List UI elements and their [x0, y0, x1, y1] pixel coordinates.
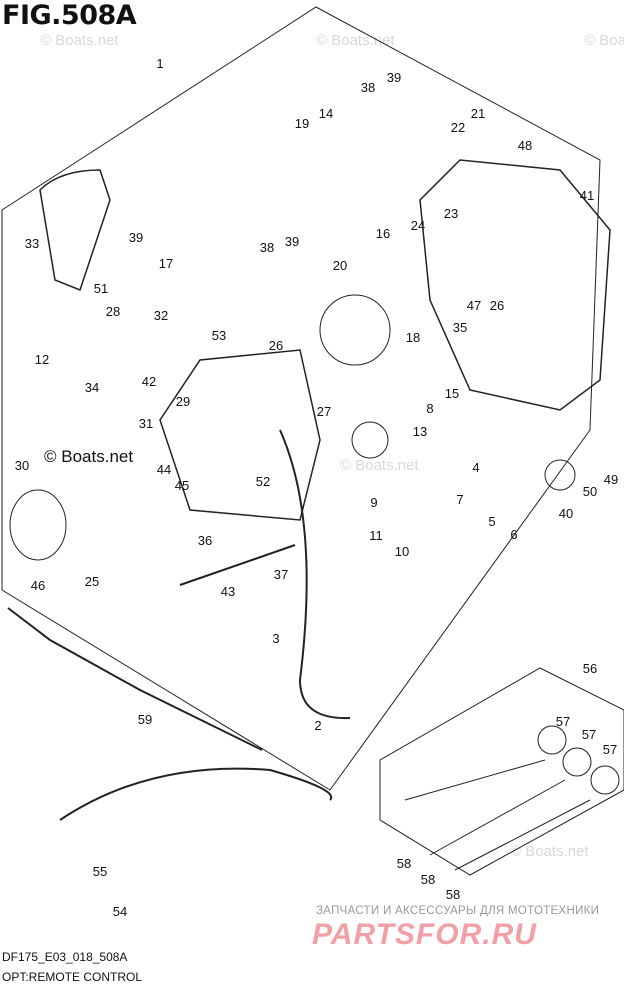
- callout-55: 55: [93, 864, 107, 879]
- callout-39: 39: [129, 230, 143, 245]
- assembly-outlines: [1, 6, 624, 876]
- watermark-ru-tagline: ЗАПЧАСТИ И АКСЕССУАРЫ ДЛЯ МОТОТЕХНИКИ: [316, 905, 600, 917]
- handle-33: [39, 169, 111, 291]
- callout-21: 21: [471, 106, 485, 121]
- kit-56-outline: [379, 667, 624, 876]
- callout-15: 15: [445, 386, 459, 401]
- callout-27: 27: [317, 404, 331, 419]
- callout-24: 24: [411, 218, 425, 233]
- callout-1: 1: [156, 56, 163, 71]
- callout-10: 10: [395, 544, 409, 559]
- callout-56: 56: [583, 661, 597, 676]
- callout-14: 14: [319, 106, 333, 121]
- callout-58: 58: [446, 887, 460, 902]
- spacer-57: [590, 765, 620, 795]
- callout-2: 2: [314, 718, 321, 733]
- watermark-boats: © Boats.net: [340, 457, 419, 474]
- callout-54: 54: [113, 904, 127, 919]
- callout-38: 38: [260, 240, 274, 255]
- callout-30: 30: [15, 458, 29, 473]
- callout-11: 11: [369, 528, 383, 543]
- spacer-57: [562, 747, 592, 777]
- callout-32: 32: [154, 308, 168, 323]
- callout-42: 42: [142, 374, 156, 389]
- back-cover: [419, 159, 611, 411]
- callout-38: 38: [361, 80, 375, 95]
- switch-13: [351, 421, 389, 459]
- harness-2: [279, 429, 351, 720]
- callout-5: 5: [488, 514, 495, 529]
- figure-caption: OPT:REMOTE CONTROL: [2, 970, 143, 984]
- callout-58: 58: [421, 872, 435, 887]
- callout-7: 7: [456, 492, 463, 507]
- harness-54: [59, 767, 333, 821]
- callout-46: 46: [31, 578, 45, 593]
- callout-4: 4: [472, 460, 479, 475]
- callout-33: 33: [25, 236, 39, 251]
- callout-41: 41: [580, 188, 594, 203]
- remote-control-housing: [159, 349, 321, 521]
- callout-50: 50: [583, 484, 597, 499]
- callout-36: 36: [198, 533, 212, 548]
- callout-8: 8: [426, 401, 433, 416]
- callout-57: 57: [603, 742, 617, 757]
- callout-18: 18: [406, 330, 420, 345]
- callout-43: 43: [221, 584, 235, 599]
- callout-3: 3: [272, 631, 279, 646]
- callout-45: 45: [175, 478, 189, 493]
- callout-9: 9: [370, 495, 377, 510]
- watermark-boats: © Boats.net: [316, 32, 395, 49]
- callout-20: 20: [333, 258, 347, 273]
- callout-26: 26: [490, 298, 504, 313]
- watermark-boats: © Boats.net: [584, 32, 624, 49]
- callout-39: 39: [285, 234, 299, 249]
- callout-12: 12: [35, 352, 49, 367]
- callout-22: 22: [451, 120, 465, 135]
- watermark-layer: © Boats.net © Boats.net © Boats.net © Bo…: [40, 32, 624, 860]
- callout-6: 6: [510, 527, 517, 542]
- callout-49: 49: [604, 472, 618, 487]
- callout-34: 34: [85, 380, 99, 395]
- callout-57: 57: [556, 714, 570, 729]
- throttle-cable: [7, 607, 263, 751]
- watermark-ru-logo: PARTSFOR.RU: [312, 918, 537, 951]
- bolts-58: [404, 759, 591, 871]
- callout-40: 40: [559, 506, 573, 521]
- gear-plate-20: [319, 294, 391, 366]
- figure-title: FIG.508A: [2, 0, 137, 31]
- callout-51: 51: [94, 281, 108, 296]
- callout-16: 16: [376, 226, 390, 241]
- callout-29: 29: [176, 394, 190, 409]
- callout-59: 59: [138, 712, 152, 727]
- callout-52: 52: [256, 474, 270, 489]
- callout-53: 53: [212, 328, 226, 343]
- watermark-boats-dark: © Boats.net: [44, 447, 133, 466]
- callout-57: 57: [582, 727, 596, 742]
- callout-48: 48: [518, 138, 532, 153]
- spacer-40: [544, 459, 576, 491]
- watermark-boats: © Boats.net: [40, 32, 119, 49]
- bolt-43: [179, 544, 296, 586]
- cover-30: [9, 489, 67, 561]
- callout-37: 37: [274, 567, 288, 582]
- callout-17: 17: [159, 256, 173, 271]
- callout-19: 19: [295, 116, 309, 131]
- assembly-1-outline: [1, 6, 601, 791]
- spacer-57: [537, 725, 567, 755]
- callout-13: 13: [413, 424, 427, 439]
- figure-code: DF175_E03_018_508A: [2, 950, 128, 964]
- callout-47: 47: [467, 298, 481, 313]
- callout-58: 58: [397, 856, 411, 871]
- callout-35: 35: [453, 320, 467, 335]
- callout-25: 25: [85, 574, 99, 589]
- callout-31: 31: [139, 416, 153, 431]
- callout-28: 28: [106, 304, 120, 319]
- callout-39: 39: [387, 70, 401, 85]
- watermark-boats: © Boats.net: [510, 843, 589, 860]
- callout-26: 26: [269, 338, 283, 353]
- callout-23: 23: [444, 206, 458, 221]
- callout-44: 44: [157, 462, 171, 477]
